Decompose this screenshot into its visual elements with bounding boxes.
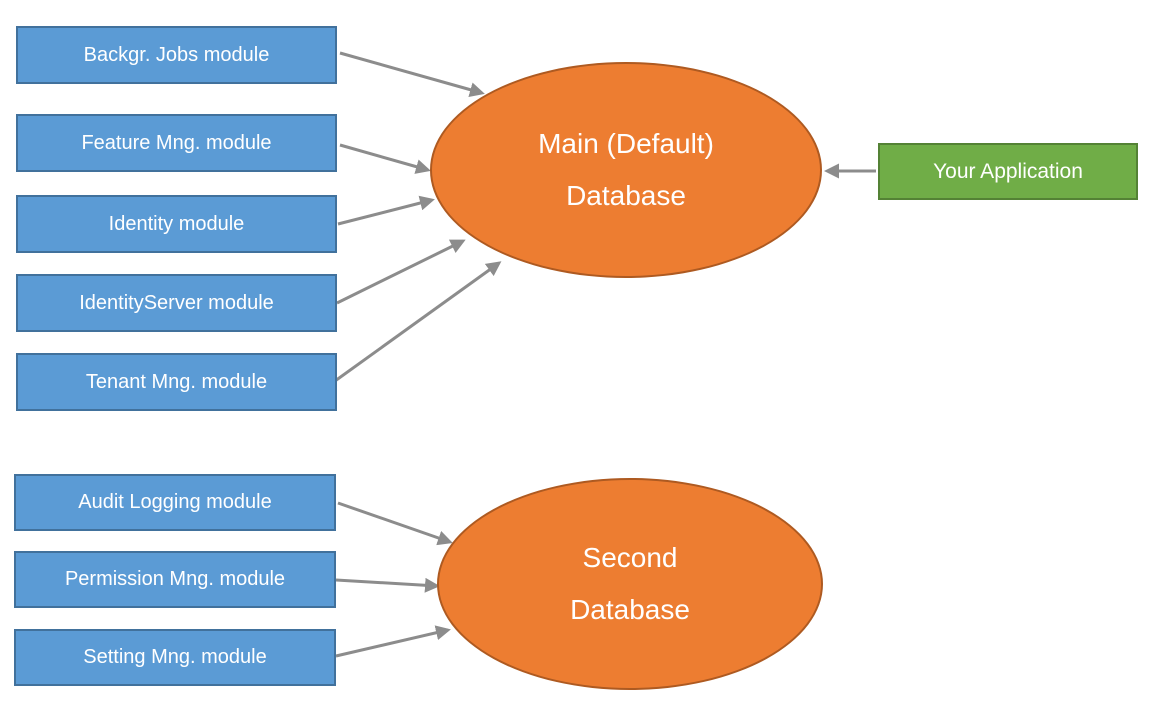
module-label: Feature Mng. module — [81, 131, 272, 154]
arrow-feature-mng-to-main-db — [339, 143, 431, 174]
module-label: IdentityServer module — [79, 291, 274, 314]
module-box-audit-logging: Audit Logging module — [14, 474, 336, 531]
module-box-permission-mng: Permission Mng. module — [14, 551, 336, 608]
database-label-line: Second — [582, 542, 678, 573]
module-label: Setting Mng. module — [83, 646, 267, 668]
module-label: Backgr. Jobs module — [83, 43, 270, 66]
module-label: Permission Mng. module — [64, 568, 286, 590]
module-box-tenant-mng: Tenant Mng. module — [16, 353, 337, 411]
arrow-identity-to-main-db — [337, 195, 435, 226]
module-box-identity-server: IdentityServer module — [16, 274, 337, 332]
your-application-box: Your Application — [878, 143, 1138, 200]
module-label: Audit Logging module — [78, 491, 272, 513]
module-label: Tenant Mng. module — [85, 370, 268, 393]
database-label-line: Database — [570, 594, 690, 625]
module-box-feature-mng: Feature Mng. module — [16, 114, 337, 172]
arrow-tenant-mng-to-main-db — [334, 261, 502, 383]
database-label-line: Main (Default) — [538, 128, 714, 159]
module-box-identity: Identity module — [16, 195, 337, 253]
arrow-identity-server-to-main-db — [336, 239, 466, 305]
arrow-backgr-jobs-to-main-db — [339, 51, 485, 97]
application-label: Your Application — [933, 159, 1083, 183]
database-label-line: Database — [566, 180, 686, 211]
arrow-permission-mng-to-second-db — [335, 577, 440, 593]
second-database-ellipse: Second Database — [437, 478, 823, 690]
module-box-backgr-jobs: Backgr. Jobs module — [16, 26, 337, 84]
arrow-setting-mng-to-second-db — [335, 625, 451, 658]
module-box-setting-mng: Setting Mng. module — [14, 629, 336, 686]
main-database-ellipse: Main (Default) Database — [430, 62, 822, 278]
arrow-audit-logging-to-second-db — [337, 501, 453, 546]
module-label: Identity module — [108, 212, 245, 235]
